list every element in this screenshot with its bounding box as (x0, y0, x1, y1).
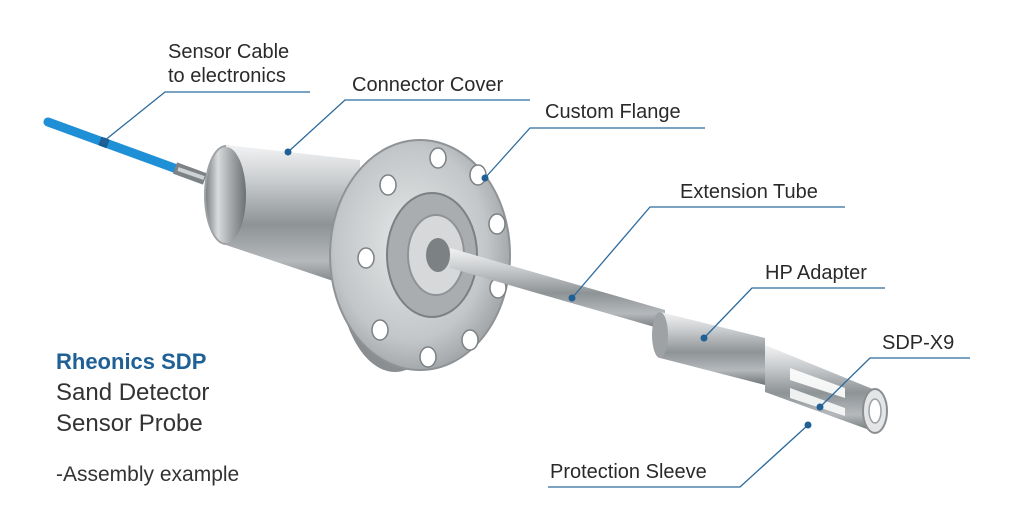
extension-tube (450, 248, 665, 330)
flange-bolt-holes (357, 147, 507, 368)
label-custom-flange: Custom Flange (545, 101, 681, 123)
callout-line-connector-cover (287, 99, 530, 153)
subtitle-line1: Sand Detector (56, 379, 210, 406)
title-block: Rheonics SDP Sand Detector Sensor Probe (56, 347, 209, 439)
protection-sleeve (765, 345, 888, 434)
callout-dots (100, 137, 824, 429)
brand-title: Rheonics SDP (56, 349, 207, 374)
label-hp-adapter: HP Adapter (765, 262, 867, 284)
sensor-cable (43, 117, 208, 185)
callout-line-protection-sleeve (548, 424, 809, 488)
callout-lines (103, 91, 970, 488)
assembly-note: -Assembly example (56, 463, 240, 486)
label-connector-cover: Connector Cover (352, 74, 504, 96)
callout-line-extension-tube (571, 206, 845, 299)
callout-line-custom-flange (484, 127, 705, 179)
callout-line-hp-adapter (703, 287, 885, 339)
connector-cover (204, 145, 360, 290)
label-sensor-cable-line2: to electronics (168, 65, 286, 87)
callout-line-sdp-x9 (819, 357, 970, 408)
subtitle-line2: Sensor Probe (56, 410, 203, 437)
custom-flange (329, 139, 511, 372)
label-protection-sleeve: Protection Sleeve (550, 461, 707, 483)
label-sensor-cable-line1: Sensor Cable (168, 41, 290, 63)
label-sdp-x9: SDP-X9 (882, 332, 955, 354)
hp-adapter (652, 312, 765, 385)
callout-line-sensor-cable (103, 91, 310, 142)
label-sensor-cable: Sensor Cable to electronics (168, 40, 289, 88)
label-extension-tube: Extension Tube (680, 181, 818, 203)
